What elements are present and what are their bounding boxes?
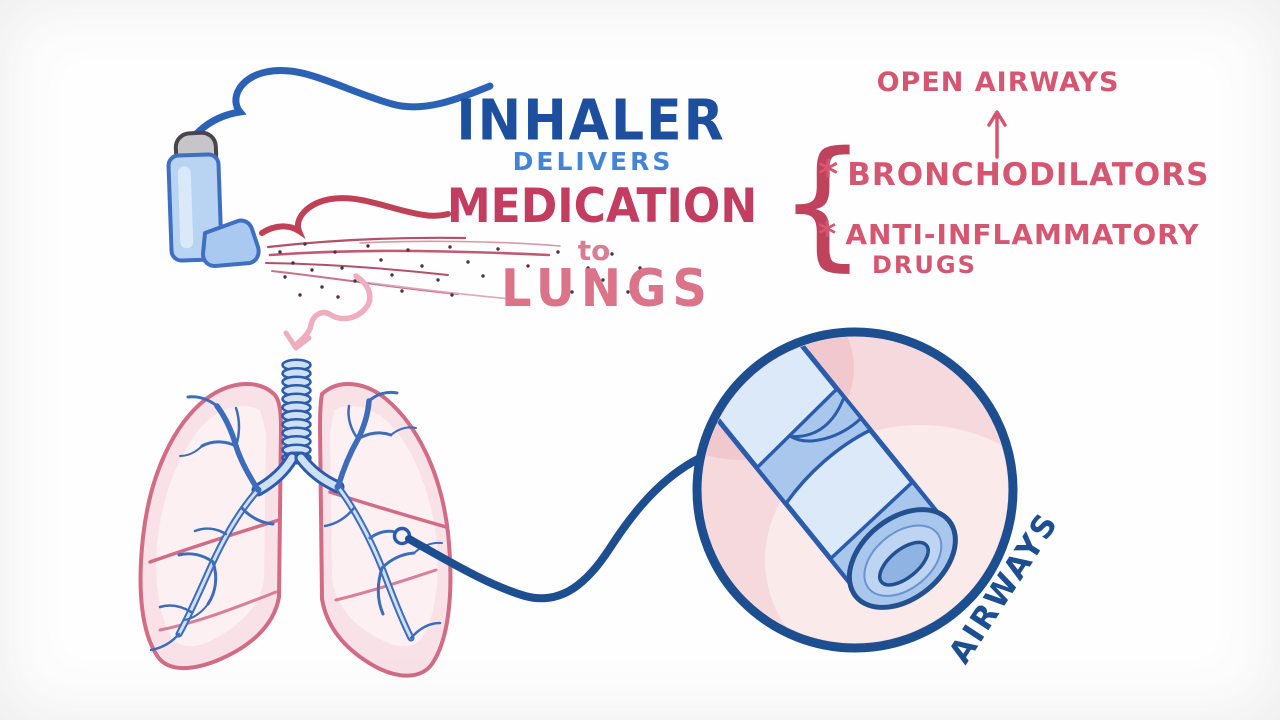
- bullet-anti-inflammatory: * ANTI-INFLAMMATORY: [818, 215, 1200, 255]
- bullet-anti-inflammatory-drugs: DRUGS: [872, 251, 977, 279]
- zoom-circle-inset: [692, 327, 1018, 653]
- curly-brace: {: [778, 122, 868, 285]
- arrow-up-icon: [987, 110, 1007, 159]
- lungs-illustration: [138, 358, 453, 678]
- inhaler-pointer-line: [178, 67, 494, 156]
- trachea: [251, 358, 345, 497]
- asterisk-icon: *: [818, 153, 840, 198]
- headline-medication: MEDICATION: [446, 178, 758, 234]
- inhaler-mouthpiece: [201, 218, 261, 268]
- headline-lungs: LUNGS: [501, 258, 713, 320]
- headline-delivers: DELIVERS: [512, 147, 674, 176]
- medication-pointer-line: [259, 195, 451, 239]
- asterisk-icon: *: [818, 215, 838, 255]
- zoom-connector-line: [405, 454, 704, 603]
- bullet-label: BRONCHODILATORS: [847, 157, 1210, 193]
- bullet-bronchodilators: * BRONCHODILATORS: [818, 153, 1210, 198]
- open-airways-label: OPEN AIRWAYS: [876, 67, 1120, 98]
- zoom-circle-outline: [692, 327, 1018, 653]
- spray-mist: [265, 236, 642, 301]
- bronchial-tree: [149, 390, 443, 652]
- inhaler-illustration: [166, 130, 261, 268]
- curved-arrow-down-icon: [283, 273, 373, 351]
- headline-inhaler: INHALER: [456, 88, 726, 154]
- bullet-label: ANTI-INFLAMMATORY: [845, 218, 1200, 251]
- headline-to: to: [577, 234, 611, 267]
